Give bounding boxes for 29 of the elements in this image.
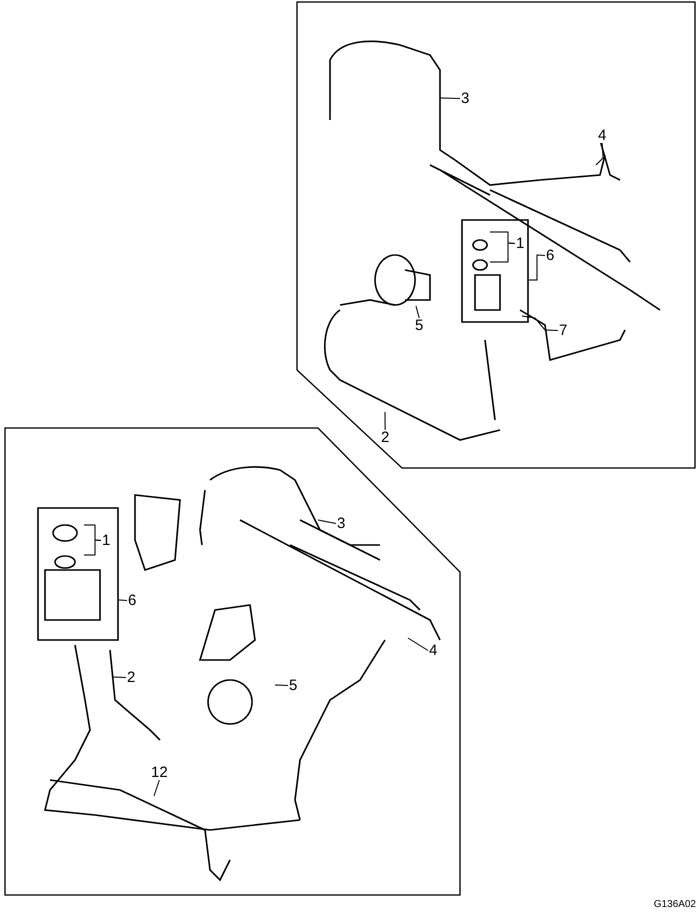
leader-line — [84, 539, 102, 556]
leader-line — [112, 676, 126, 678]
leader-line — [384, 412, 386, 430]
callout-number: 12 — [150, 765, 169, 780]
leader-line — [522, 316, 558, 331]
leader-line — [318, 520, 336, 524]
callout-number: 4 — [597, 128, 608, 143]
leader-line — [154, 780, 160, 796]
callout-number: 5 — [288, 678, 298, 693]
callout-number: 2 — [126, 670, 136, 685]
callout-number: 1 — [515, 236, 526, 251]
callout-number: 6 — [545, 248, 556, 263]
callout-number: 4 — [428, 643, 438, 658]
callout-number: 3 — [336, 516, 346, 531]
callout-number: 7 — [558, 323, 568, 338]
leader-line — [490, 242, 516, 262]
leader-line — [274, 684, 288, 686]
leader-line — [416, 306, 420, 318]
callout-number: 1 — [101, 533, 112, 548]
callout-number: 2 — [380, 430, 390, 445]
leader-line — [528, 254, 546, 280]
callout-number: 6 — [127, 593, 138, 608]
leader-line — [408, 638, 428, 651]
callout-number: 5 — [414, 318, 424, 333]
figure-code: G136A02 — [654, 899, 696, 910]
leader-line — [596, 142, 604, 166]
leader-line — [440, 98, 460, 99]
leader-line — [118, 600, 128, 601]
callout-number: 3 — [460, 91, 470, 106]
